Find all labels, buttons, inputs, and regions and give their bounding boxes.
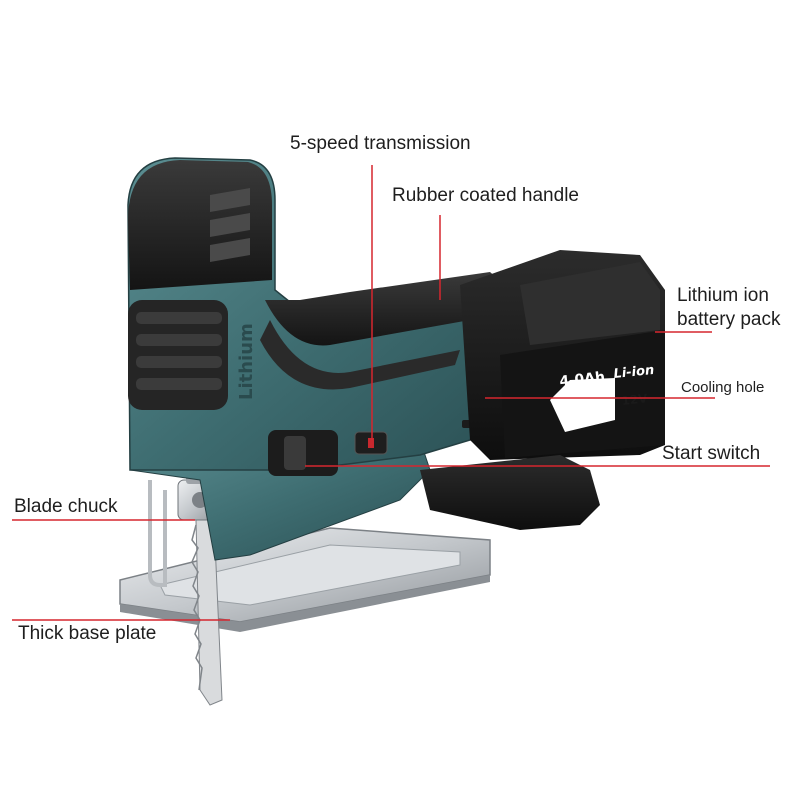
leader-lines bbox=[12, 165, 770, 621]
callout-base-plate: Thick base plate bbox=[18, 623, 157, 644]
battery-capacity-label: 4.0Ah bbox=[559, 369, 606, 390]
callout-cooling-hole: Cooling hole bbox=[681, 379, 765, 396]
battery-voltage-label: 12V bbox=[621, 391, 649, 408]
callout-handle: Rubber coated handle bbox=[392, 185, 579, 206]
callout-transmission: 5-speed transmission bbox=[290, 133, 471, 154]
top-rubber-cap bbox=[128, 160, 272, 290]
rear-foot bbox=[420, 455, 600, 530]
front-grip bbox=[128, 300, 228, 410]
battery-pack bbox=[460, 250, 665, 460]
handle-rubber bbox=[265, 272, 505, 346]
battery-chemistry-label: Li-ion bbox=[613, 363, 655, 382]
start-switch bbox=[268, 430, 338, 476]
callout-start-switch: Start switch bbox=[662, 443, 761, 464]
guide-rod bbox=[148, 480, 167, 587]
body-lettering: Lithium bbox=[236, 323, 257, 400]
callout-battery-pack: Lithium ion battery pack bbox=[677, 285, 781, 330]
callout-blade-chuck: Blade chuck bbox=[14, 496, 118, 517]
base-plate bbox=[119, 527, 491, 632]
